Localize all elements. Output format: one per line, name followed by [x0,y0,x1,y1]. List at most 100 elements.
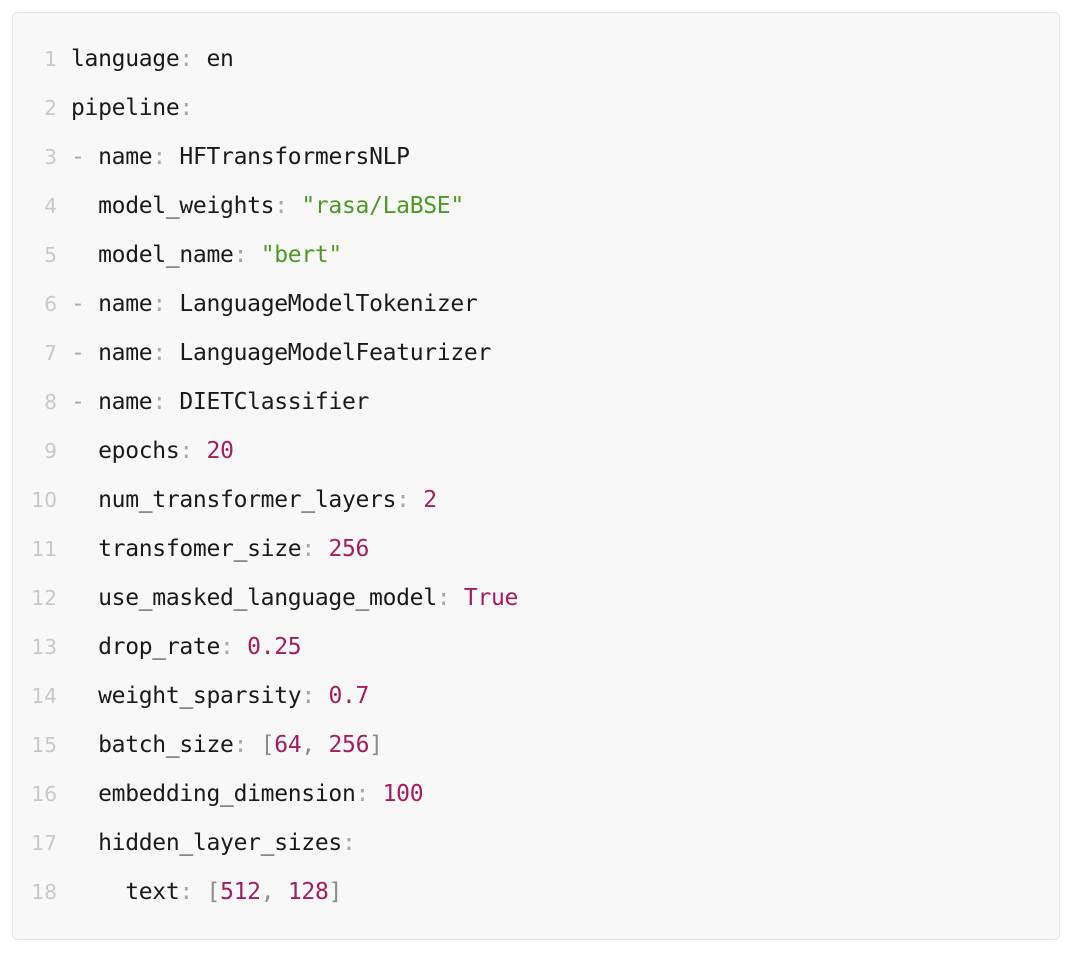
token-key: epochs [71,438,180,464]
code-line[interactable]: 11 transfomer_size: 256 [13,525,1059,574]
code-line[interactable]: 13 drop_rate: 0.25 [13,623,1059,672]
token-number: 2 [423,487,437,513]
token-punct: : [436,585,451,611]
token-plain: en [192,46,234,72]
token-key: name [98,340,153,366]
line-number: 16 [31,782,57,806]
line-number: 14 [31,684,57,708]
token-punct: : [396,487,410,513]
line-content: embedding_dimension: 100 [71,770,423,819]
line-content: use_masked_language_model: True [71,574,518,623]
token-punct: : [179,95,193,121]
code-line[interactable]: 15 batch_size: [64, 256] [13,721,1059,770]
token-number: 0.25 [247,634,302,660]
line-content: text: [512, 128] [71,868,342,917]
token-punct: : [179,46,193,72]
token-plain [234,634,248,660]
line-content: batch_size: [64, 256] [71,721,383,770]
token-punct: : [179,879,193,905]
token-number: 100 [382,781,424,807]
code-line[interactable]: 17 hidden_layer_sizes: [13,819,1059,868]
token-plain [450,585,464,611]
token-string: "rasa/LaBSE" [287,193,464,219]
token-bracket: [ [260,732,275,758]
code-line[interactable]: 6- name: LanguageModelTokenizer [13,280,1059,329]
token-plain [193,879,207,905]
token-key: transfomer_size [71,536,302,562]
token-punct: : [301,683,315,709]
code-line[interactable]: 18 text: [512, 128] [13,868,1059,917]
code-line[interactable]: 14 weight_sparsity: 0.7 [13,672,1059,721]
code-line[interactable]: 7- name: LanguageModelFeaturizer [13,329,1059,378]
code-line[interactable]: 16 embedding_dimension: 100 [13,770,1059,819]
line-number: 5 [44,243,57,267]
line-content: - name: DIETClassifier [71,378,369,427]
code-line[interactable]: 9 epochs: 20 [13,427,1059,476]
code-line[interactable]: 8- name: DIETClassifier [13,378,1059,427]
token-number: 0.7 [328,683,370,709]
token-string: "bert" [247,242,343,268]
line-number: 12 [31,586,57,610]
token-punct: : [274,193,288,219]
line-number: 18 [31,880,57,904]
token-dash: - [71,340,99,366]
token-dash: - [71,291,99,317]
token-plain: LanguageModelFeaturizer [165,340,492,366]
token-plain [410,487,424,513]
token-bool: True [463,585,519,611]
token-key: use_masked_language_model [71,585,437,611]
token-key: weight_sparsity [71,683,302,709]
token-punct: : [179,438,193,464]
line-content: model_weights: "rasa/LaBSE" [71,182,464,231]
token-key: hidden_layer_sizes [71,830,342,856]
line-number: 11 [31,537,57,561]
line-content: - name: HFTransformersNLP [71,133,410,182]
line-number: 17 [31,831,57,855]
code-line[interactable]: 10 num_transformer_layers: 2 [13,476,1059,525]
token-punct: : [220,634,234,660]
code-line[interactable]: 5 model_name: "bert" [13,231,1059,280]
token-bracket: [ [206,879,221,905]
line-number: 4 [44,194,57,218]
line-content: model_name: "bert" [71,231,342,280]
token-plain [315,536,329,562]
line-content: weight_sparsity: 0.7 [71,672,369,721]
token-key: language [71,46,180,72]
token-key: pipeline [71,95,180,121]
token-punct: : [152,389,166,415]
token-key: model_name [71,242,234,268]
token-number: 20 [206,438,234,464]
line-number: 15 [31,733,57,757]
token-key: name [98,389,153,415]
token-punct: : [152,291,166,317]
token-number: 512 [220,879,261,905]
token-number: 256 [328,732,370,758]
line-number: 9 [44,439,57,463]
code-line[interactable]: 3 - name: HFTransformersNLP [13,133,1059,182]
line-content: - name: LanguageModelTokenizer [71,280,478,329]
token-punct: : [355,781,370,807]
token-plain [247,732,261,758]
line-number: 2 [44,96,57,120]
token-key: model_weights [71,193,275,219]
token-plain: LanguageModelTokenizer [165,291,478,317]
token-key: embedding_dimension [71,781,356,807]
token-key: text [71,879,180,905]
token-number: 256 [328,536,370,562]
token-punct: : [233,242,248,268]
token-key: drop_rate [71,634,221,660]
line-number: 3 [44,145,57,169]
line-content: transfomer_size: 256 [71,525,369,574]
line-number: 7 [44,341,57,365]
token-punct: : [233,732,248,758]
token-punct: : [152,144,166,170]
code-line[interactable]: 4 model_weights: "rasa/LaBSE" [13,182,1059,231]
code-line[interactable]: 12 use_masked_language_model: True [13,574,1059,623]
code-line[interactable]: 2 pipeline: [13,84,1059,133]
token-punct: : [301,536,315,562]
line-content: language: en [71,35,234,84]
token-number: 64 [274,732,302,758]
